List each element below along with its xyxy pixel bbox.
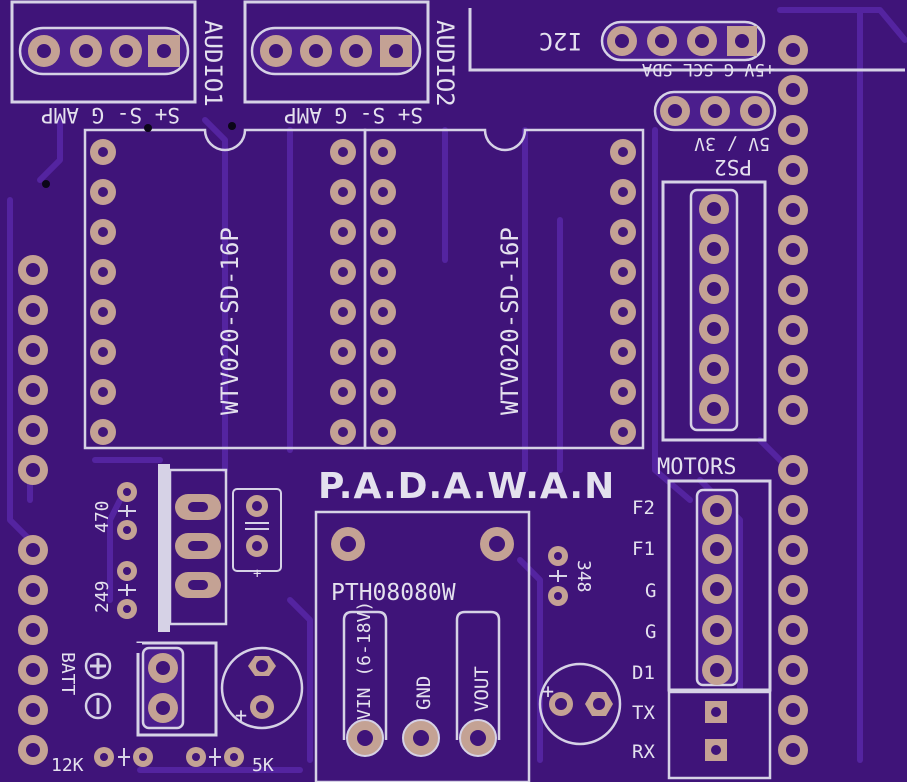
resistor-249 — [117, 561, 137, 619]
motors-connector — [695, 488, 739, 687]
audio1-label: AUDIO1 — [199, 20, 227, 107]
i2c-header — [600, 20, 766, 62]
regulator-outline — [314, 510, 531, 782]
resistor-5k-label: 5K — [252, 755, 274, 776]
audio1-header — [18, 26, 190, 76]
ps2-voltage-jumper — [653, 90, 777, 132]
audio2-header — [250, 26, 422, 76]
resistor-348-label: 348 — [573, 560, 594, 593]
ps2-outline — [661, 180, 767, 442]
left-header-pins-bottom — [18, 535, 48, 765]
ps2-label: PS2 — [714, 155, 752, 179]
serial-pads — [705, 701, 727, 761]
wtv020-left-module — [83, 128, 367, 450]
i2c-pin-labels: +5V G SCL SDA — [642, 59, 775, 79]
motor-pin-f1: F1 — [632, 538, 655, 560]
resistor-348 — [548, 546, 568, 606]
regulator-vin-label: VIN (6-18V) — [354, 601, 375, 720]
regulator-gnd-label: GND — [413, 676, 435, 710]
resistor-12k — [94, 747, 153, 767]
motor-pin-f2: F2 — [632, 497, 655, 519]
regulator-pins — [342, 610, 501, 757]
i2c-outline — [468, 8, 905, 72]
audio2-pin-labels: S+ S- G AMP — [284, 103, 423, 127]
regulator-vout-label: VOUT — [471, 666, 493, 712]
audio2-label: AUDIO2 — [431, 20, 459, 107]
ps2-voltage-label: 5V / 3V — [694, 133, 770, 154]
ps2-connector — [689, 188, 739, 432]
motor-pin-d1: D1 — [632, 662, 655, 684]
small-capacitor — [232, 488, 282, 572]
capacitor-right-plus: + — [542, 679, 554, 703]
regulator-label: PTH08080W — [331, 580, 456, 606]
battery-outline — [136, 641, 218, 737]
resistor-470-label: 470 — [92, 500, 113, 533]
audio1-outline — [10, 0, 197, 104]
serial-outline — [667, 690, 772, 780]
battery-connector — [141, 646, 185, 730]
battery-label: BATT — [57, 652, 78, 696]
wtv020-right-module — [363, 128, 645, 450]
capacitor-right — [538, 662, 622, 746]
resistor-470 — [117, 482, 137, 540]
selector-switch — [158, 464, 228, 632]
audio1-pin-labels: S+ S- G AMP — [41, 103, 180, 127]
serial-pin-rx: RX — [632, 741, 655, 763]
regulator-mount-pads — [331, 527, 514, 561]
motors-outline — [667, 479, 772, 692]
motor-pin-g1: G — [645, 580, 656, 602]
resistor-5k — [186, 747, 244, 767]
capacitor-left — [220, 646, 304, 730]
audio2-outline — [243, 0, 430, 104]
resistor-12k-label: 12K — [51, 755, 84, 776]
wtv020-right-label: WTV020-SD-16P — [496, 227, 524, 415]
small-capacitor-plus: + — [253, 566, 261, 582]
board-title: P.A.D.A.W.A.N — [318, 466, 615, 507]
right-header-pins-bottom — [778, 455, 808, 765]
i2c-label: I2C — [539, 27, 582, 55]
vias — [42, 122, 236, 188]
battery-polarity-icons — [84, 652, 112, 720]
motors-label: MOTORS — [657, 455, 736, 480]
capacitor-left-plus: + — [235, 703, 247, 727]
serial-pin-tx: TX — [632, 702, 655, 724]
resistor-249-label: 249 — [92, 580, 113, 613]
right-header-pins-top — [778, 35, 808, 425]
motor-pin-g2: G — [645, 621, 656, 643]
left-header-pins-top — [18, 255, 48, 485]
wtv020-left-label: WTV020-SD-16P — [216, 227, 244, 415]
copper-traces — [7, 7, 907, 773]
